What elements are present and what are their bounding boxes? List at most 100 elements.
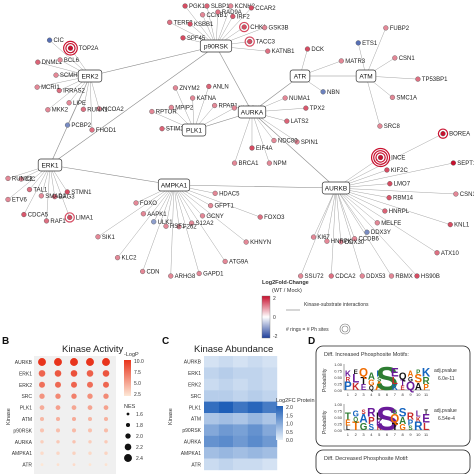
abundance-cell [233, 447, 248, 459]
interaction-edge [184, 5, 217, 47]
substrate-label: MELFE [381, 221, 401, 227]
activity-dot [70, 370, 78, 377]
activity-dot [55, 405, 61, 410]
substrate-node [66, 100, 72, 106]
substrate-label: SMC1A [396, 95, 417, 101]
substrate-node [230, 13, 236, 20]
substrate-node [374, 220, 380, 226]
substrate-label: PGK1 [189, 4, 206, 10]
activity-dot [70, 358, 78, 366]
nes-legend-dot [125, 433, 131, 439]
panel-c-kinase-labels: AURKBERK1ERK2SRCPLK1ATMp90RSKAURKAAMPKA1… [181, 360, 202, 469]
substrate-label: RAD9A [222, 10, 242, 16]
activity-dot [56, 451, 60, 455]
motif1-axis-label: Probability [322, 368, 328, 392]
substrate-label: RBMX [395, 274, 412, 280]
substrate-node [172, 85, 179, 91]
substrate-label: DCK [311, 47, 324, 53]
substrate-node [328, 273, 334, 279]
substrate-label: DNML1 [42, 60, 63, 66]
substrate-label: HS90B [421, 274, 440, 280]
nes-legend-label: 1.8 [136, 423, 143, 429]
motif1-logo-letter: A [375, 381, 384, 393]
substrate-label: CIC [53, 38, 64, 44]
substrate-label: CDCA2 [335, 274, 356, 280]
motif2-logo-letter: R [414, 421, 423, 433]
hub-link [173, 184, 337, 189]
substrate-node [159, 126, 165, 132]
substrate-node [190, 95, 196, 101]
panel-c-kinase-label: p90RSK [182, 428, 201, 434]
motif2-logo-letter: T [345, 411, 351, 422]
activity-dot [86, 370, 94, 377]
substrate-node [46, 37, 53, 43]
abundance-cell [233, 435, 248, 448]
substrate-label: LATS2 [291, 119, 310, 125]
substrate-node [26, 186, 33, 193]
substrate-label: NCOA2 [103, 107, 124, 113]
activity-dot [39, 428, 45, 433]
abundance-cell [204, 424, 219, 436]
motif2-logo-position: 11 [424, 432, 429, 437]
motif1-logo-position: 5 [378, 392, 381, 397]
substrate-node [57, 57, 63, 63]
motif2-logo-letter: Q [353, 416, 358, 423]
substrate-node [63, 40, 78, 56]
abundance-cell [247, 356, 263, 368]
panel-c-kinase-label: ERK1 [188, 371, 201, 377]
motif1-logo-letter: Q [369, 385, 374, 392]
abundance-cell [262, 356, 278, 368]
substrate-node [294, 139, 300, 145]
legend-tick-high: 2 [273, 296, 276, 302]
substrate-node [247, 38, 253, 45]
motif1-logo-letter: R [423, 376, 430, 387]
interaction-edge [335, 187, 456, 195]
substrate-node [53, 72, 59, 78]
activity-dot [71, 393, 77, 399]
substrate-label: IRF2 [237, 14, 251, 20]
motif1-logo-letter: E [401, 385, 405, 392]
abundance-cell [204, 390, 219, 402]
motif2-logo-letter: L [416, 410, 421, 419]
activity-dot [87, 428, 93, 433]
substrate-label: LMO7 [394, 182, 411, 188]
logp-tick: 5.0 [134, 381, 141, 387]
nes-legend-dot [126, 412, 130, 416]
substrate-node [35, 59, 41, 65]
substrate-label: MATR3 [345, 59, 366, 65]
legend-tick-low: -2 [273, 334, 278, 340]
motif1-pvalue-label: adj.pvalue [434, 368, 457, 374]
panel-label-d: D [308, 336, 315, 347]
substrate-node [176, 224, 182, 230]
substrate-node [266, 160, 272, 166]
abundance-cell [247, 435, 263, 448]
substrate-node [140, 268, 146, 275]
activity-dot [86, 358, 94, 366]
motif2-logo-letter: P [408, 418, 414, 427]
interaction-edge [165, 184, 175, 227]
motif2-logo-position: 5 [378, 432, 381, 437]
substrate-node [204, 3, 210, 9]
substrate-label: GCNY [206, 214, 223, 220]
activity-dot [104, 451, 108, 455]
substrate-label: CHK1 [250, 25, 267, 31]
substrate-label: DDX30 [345, 240, 365, 246]
legend-ring-inner [341, 325, 349, 333]
legend-colorbar [261, 295, 271, 339]
substrate-label: RBM14 [393, 196, 414, 202]
substrate-node [437, 128, 449, 139]
substrate-label: CCAR2 [255, 6, 276, 12]
substrate-node [34, 84, 40, 90]
substrate-label: EIF4A [256, 146, 273, 152]
substrate-node [163, 223, 169, 229]
abundance-cell [262, 435, 278, 448]
substrate-node [199, 12, 206, 18]
substrate-node [375, 152, 386, 163]
motif1-logo-letter: Q [399, 371, 407, 382]
substrate-node [310, 234, 317, 240]
activity-dot [54, 358, 62, 366]
motif1-logo-position: 3 [362, 392, 365, 397]
interaction-edge [193, 86, 210, 131]
substrate-label: MPIP2 [175, 105, 194, 111]
